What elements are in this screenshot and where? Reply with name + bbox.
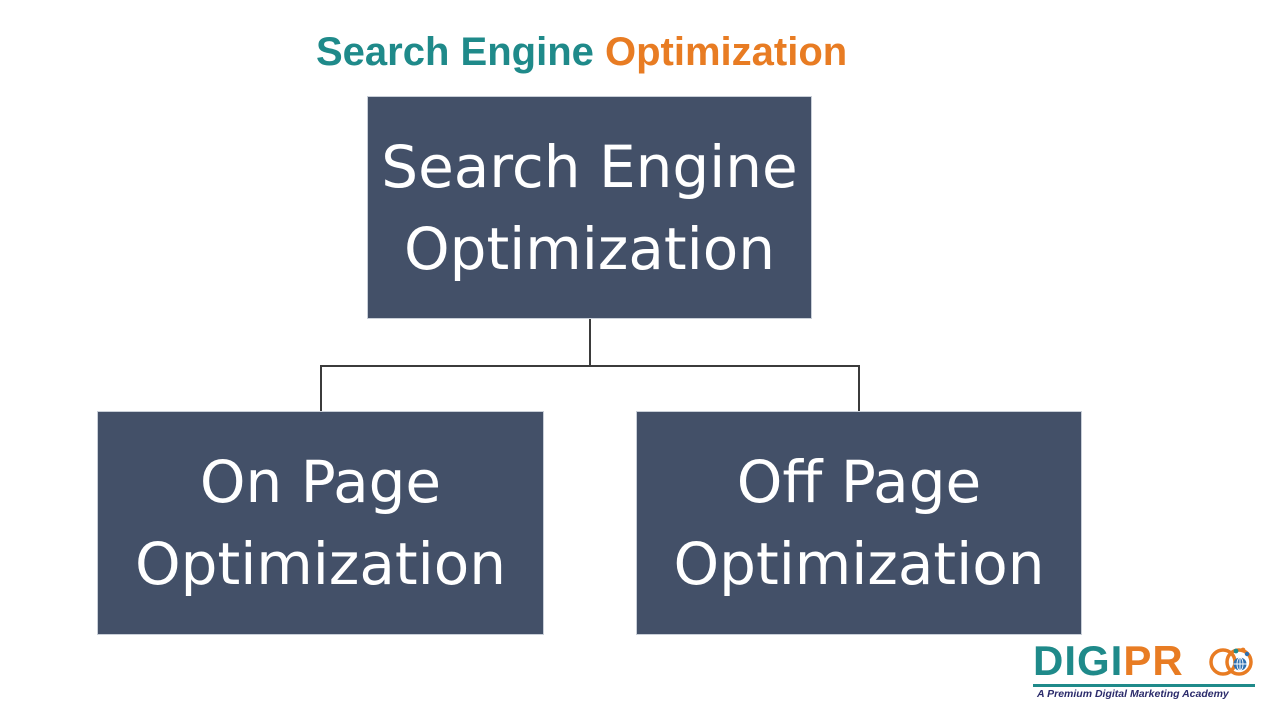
- child-node-label: Off Page Optimization: [673, 441, 1044, 605]
- child-node-off-page: Off Page Optimization: [636, 411, 1082, 635]
- page-title: Search Engine Optimization: [316, 28, 847, 76]
- root-node-line-1: Search Engine: [381, 132, 798, 201]
- child-node-line-1: On Page: [199, 448, 442, 516]
- child-node-line-2: Optimization: [134, 530, 507, 598]
- root-node-line-2: Optimization: [403, 214, 775, 283]
- globe-people-icon: [1209, 647, 1253, 676]
- logo-underline: [1033, 684, 1255, 687]
- child-node-line-1: Off Page: [736, 448, 982, 516]
- brand-logo: DIGIPR A Premium Digital Marketing Acade…: [1033, 638, 1255, 706]
- connector-left: [320, 365, 322, 411]
- title-part-1: Search Engine: [316, 30, 594, 74]
- child-node-on-page: On Page Optimization: [97, 411, 544, 635]
- logo-word-part-1: DIGI: [1033, 637, 1124, 684]
- logo-wordmark: DIGIPR: [1033, 638, 1184, 684]
- root-node: Search Engine Optimization: [367, 96, 812, 319]
- connector-right: [858, 365, 860, 411]
- connector-bar: [320, 365, 859, 367]
- title-part-2: Optimization: [605, 30, 848, 74]
- child-node-line-2: Optimization: [673, 530, 1045, 598]
- logo-tagline: A Premium Digital Marketing Academy: [1037, 688, 1229, 700]
- connector-stem: [589, 319, 591, 365]
- logo-word-part-2: PR: [1123, 637, 1184, 684]
- root-node-label: Search Engine Optimization: [381, 126, 797, 290]
- child-node-label: On Page Optimization: [135, 441, 506, 605]
